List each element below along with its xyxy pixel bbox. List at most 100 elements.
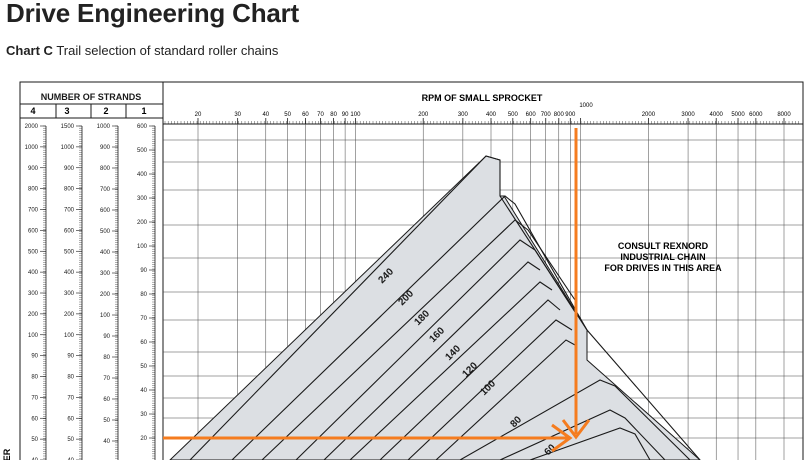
rpm-tick-label: 600 xyxy=(526,112,537,118)
rpm-tick-label: 40 xyxy=(262,112,269,118)
rpm-tick-label: 4000 xyxy=(710,112,724,118)
consult-note-line: INDUSTRIAL CHAIN xyxy=(620,252,705,262)
strand-label: 1 xyxy=(141,106,146,116)
scale-tick-label: 900 xyxy=(64,166,75,172)
scale-tick-label: 60 xyxy=(31,416,38,422)
scale-tick-label: 100 xyxy=(64,333,75,339)
scale-tick-label: 500 xyxy=(28,249,39,255)
scale-tick-label: 900 xyxy=(28,166,39,172)
strand-scales: 2000 1000 900 800 700 600 500 400 300 200 100 90 80 7… xyxy=(25,124,156,460)
scale-tick-label: 500 xyxy=(64,249,75,255)
scale-tick-label: 500 xyxy=(137,148,148,154)
scale-tick-label: 60 xyxy=(67,416,74,422)
scale-tick-label: 20 xyxy=(140,436,147,442)
roller-chain-selection-chart: NUMBER OF STRANDS 4 3 2 1 RPM OF SMALL S… xyxy=(0,72,810,460)
rpm-tick-label: 8000 xyxy=(777,112,791,118)
scale-tick-label: 40 xyxy=(140,388,147,394)
scale-tick-label: 700 xyxy=(64,208,75,214)
caption-label: Chart C xyxy=(6,43,53,58)
rpm-tick-label: 200 xyxy=(418,112,429,118)
rpm-tick-label: 80 xyxy=(330,112,337,118)
scale-tick-label: 500 xyxy=(100,229,111,235)
strands-header: NUMBER OF STRANDS xyxy=(41,92,142,102)
selection-arrows xyxy=(163,128,591,453)
chart-caption: Chart C Trail selection of standard roll… xyxy=(6,43,278,58)
consult-note-line: CONSULT REXNORD xyxy=(618,241,709,251)
rpm-tick-label: 6000 xyxy=(749,112,763,118)
rpm-tick-label: 5000 xyxy=(731,112,745,118)
scale-tick-label: 200 xyxy=(100,292,111,298)
scale-tick-label: 600 xyxy=(137,124,148,130)
rpm-tick-label: 300 xyxy=(458,112,469,118)
chain-band-edge xyxy=(349,281,553,460)
scale-tick-label: 90 xyxy=(67,354,74,360)
scale-tick-label: 70 xyxy=(67,395,74,401)
scale-tick-label: 40 xyxy=(31,458,38,460)
scale-tick-label: 80 xyxy=(103,355,110,361)
rpm-tick-label: 50 xyxy=(284,112,291,118)
chain-band-edge xyxy=(379,299,561,460)
scale-tick-label: 200 xyxy=(28,312,39,318)
scale-tick-label: 50 xyxy=(67,437,74,443)
scale-tick-label: 40 xyxy=(103,439,110,445)
scale-tick-label: 80 xyxy=(67,375,74,381)
rpm-tick-label: 2000 xyxy=(642,112,656,118)
rpm-tick-label: 400 xyxy=(486,112,497,118)
scale-tick-label: 300 xyxy=(64,291,75,297)
scale-tick-label: 40 xyxy=(67,458,74,460)
rpm-tick-label: 30 xyxy=(234,112,241,118)
scale-tick-label: 800 xyxy=(100,166,111,172)
chain-band-edge xyxy=(499,409,666,460)
scale-tick-label: 2000 xyxy=(25,124,39,130)
strand-label: 4 xyxy=(30,106,35,116)
chain-band-edge xyxy=(529,427,651,460)
scale-tick-label: 90 xyxy=(31,354,38,360)
chain-band-edge xyxy=(407,319,573,460)
strand-label: 3 xyxy=(64,106,69,116)
chart-frame xyxy=(19,81,804,460)
scale-tick-label: 70 xyxy=(31,395,38,401)
chain-band-edge xyxy=(261,219,576,460)
scale-tick-label: 70 xyxy=(140,316,147,322)
rpm-tick-label: 70 xyxy=(317,112,324,118)
page-title: Drive Engineering Chart xyxy=(6,0,300,28)
chain-band-edge xyxy=(323,261,541,460)
scale-tick-label: 60 xyxy=(140,340,147,346)
scale-tick-label: 400 xyxy=(64,270,75,276)
consult-note-line: FOR DRIVES IN THIS AREA xyxy=(604,263,722,273)
scale-tick-label: 50 xyxy=(140,364,147,370)
chain-rating-bands xyxy=(169,155,701,460)
scale-tick-label: 90 xyxy=(103,334,110,340)
scale-tick-label: 90 xyxy=(140,268,147,274)
scale-tick-label: 100 xyxy=(137,244,148,250)
scale-tick-label: 600 xyxy=(100,208,111,214)
chain-band-edge xyxy=(459,379,691,460)
scale-tick-label: 600 xyxy=(28,228,39,234)
rpm-tick-label: 500 xyxy=(508,112,519,118)
scale-tick-label: 1000 xyxy=(61,145,75,151)
scale-tick-label: 300 xyxy=(100,271,111,277)
rpm-top-label: 1000 xyxy=(579,103,593,109)
strand-label: 2 xyxy=(103,106,108,116)
scale-tick-label: 80 xyxy=(140,292,147,298)
scale-tick-label: 300 xyxy=(137,196,148,202)
rpm-header: RPM OF SMALL SPROCKET xyxy=(422,93,543,103)
chain-band-edge xyxy=(189,155,501,460)
scale-tick-label: 200 xyxy=(64,312,75,318)
scale-tick-label: 1000 xyxy=(97,124,111,130)
scale-tick-label: 50 xyxy=(31,437,38,443)
rpm-tick-label: 900 xyxy=(565,112,576,118)
rpm-tick-label: 20 xyxy=(195,112,202,118)
scale-tick-label: 400 xyxy=(137,172,148,178)
scale-tick-label: 60 xyxy=(103,397,110,403)
side-letters: ER xyxy=(2,448,12,460)
scale-tick-label: 400 xyxy=(100,250,111,256)
scale-tick-label: 300 xyxy=(28,291,39,297)
scale-tick-label: 30 xyxy=(140,412,147,418)
rpm-tick-label: 100 xyxy=(350,112,361,118)
arrowhead-right xyxy=(551,423,573,453)
scale-tick-label: 80 xyxy=(31,375,38,381)
caption-text: Trail selection of standard roller chain… xyxy=(56,43,279,58)
scale-tick-label: 700 xyxy=(100,187,111,193)
